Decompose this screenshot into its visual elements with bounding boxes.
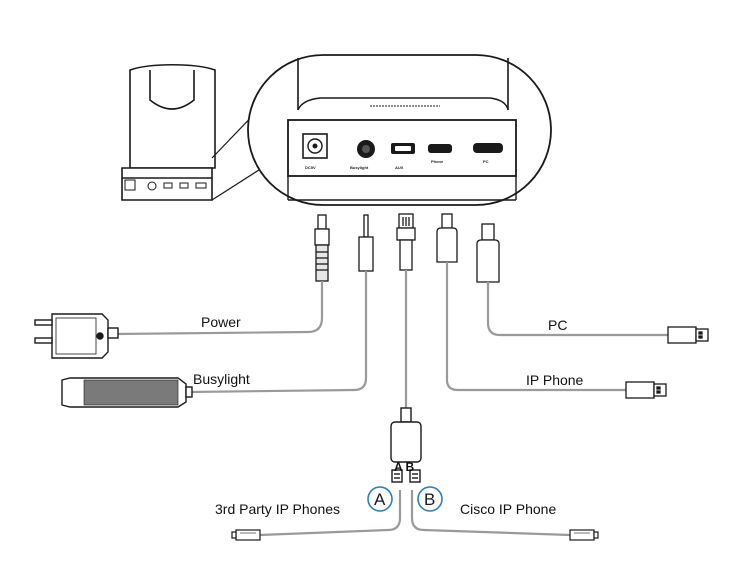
label-cisco: Cisco IP Phone (460, 501, 556, 517)
port-pc-label: PC (483, 159, 489, 164)
label-power: Power (201, 314, 241, 330)
port-dc-label: DC5V (305, 165, 316, 170)
port-phone: Phone (428, 144, 452, 164)
port-phone-label: Phone (431, 159, 444, 164)
port-busylight: Busylight (350, 140, 375, 170)
plug-aux (396, 213, 416, 271)
port-b-circle: B (417, 486, 443, 512)
port-a-label: A (374, 490, 386, 509)
busylight-device (61, 377, 193, 408)
label-pc: PC (548, 317, 567, 333)
port-aux: AUX (391, 143, 415, 170)
label-ip-phone: IP Phone (526, 372, 584, 388)
rj-plug-3rd-party (231, 529, 261, 541)
port-busylight-label: Busylight (350, 165, 369, 170)
usb-plug-pc (667, 326, 709, 344)
splitter (390, 407, 422, 483)
plug-busylight (358, 214, 374, 272)
port-pc: PC (473, 143, 503, 164)
splitter-ab-label: A B (394, 460, 415, 474)
port-aux-label: AUX (395, 165, 404, 170)
zoomed-panel (247, 54, 552, 206)
plug-dc (314, 214, 330, 282)
power-adapter (34, 313, 119, 359)
base-station-small (121, 63, 216, 201)
port-a-circle: A (367, 486, 393, 512)
plug-pc (476, 223, 500, 283)
rj-plug-cisco (569, 529, 599, 541)
label-busylight: Busylight (193, 371, 250, 387)
usb-plug-ip-phone (625, 381, 667, 399)
cables (115, 262, 668, 537)
plug-phone (436, 213, 458, 263)
port-dc: DC5V (302, 133, 328, 170)
port-b-label: B (424, 490, 435, 509)
label-3rd-party: 3rd Party IP Phones (215, 501, 340, 517)
